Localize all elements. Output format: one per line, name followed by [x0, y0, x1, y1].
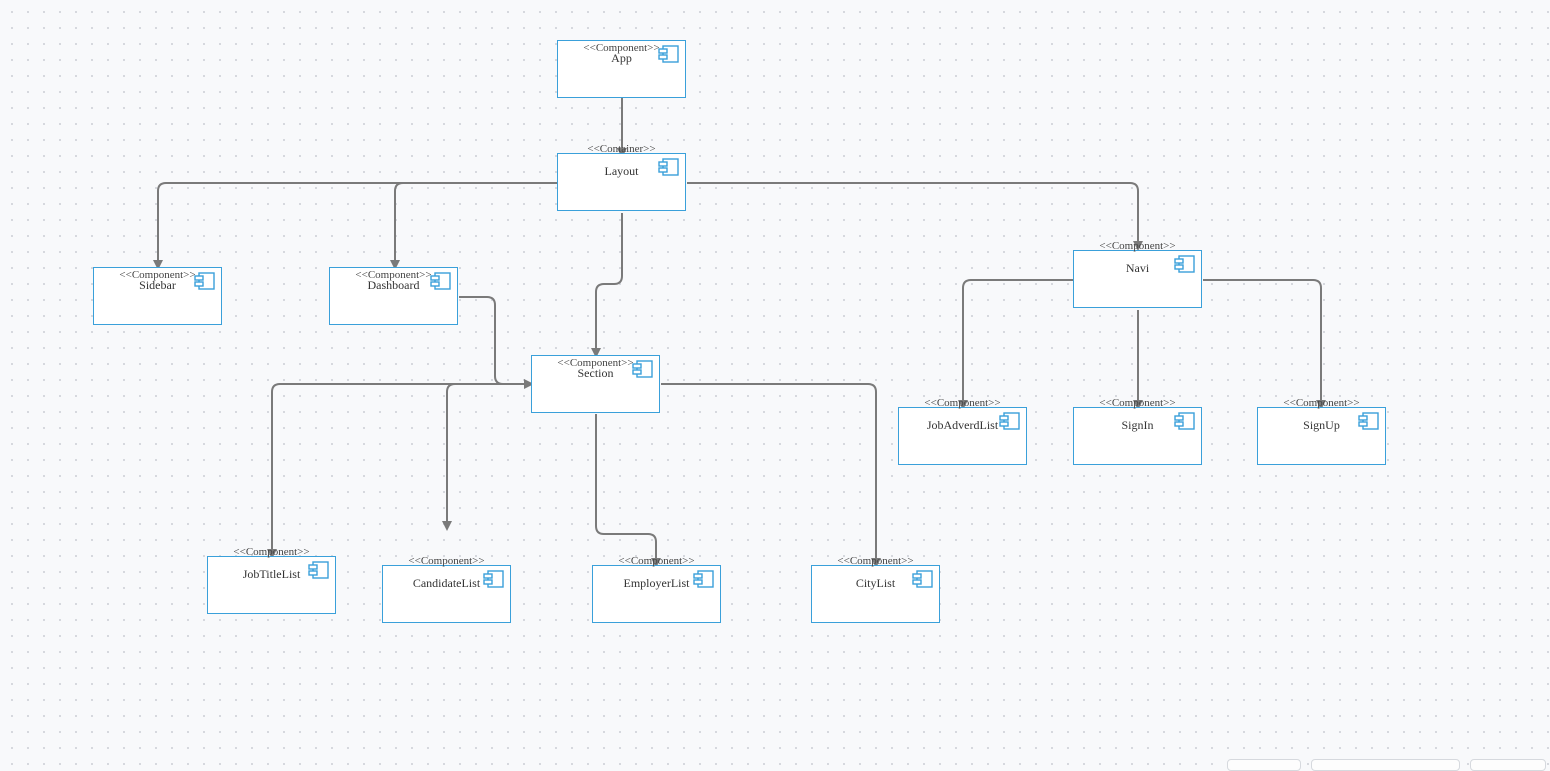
- stereotype-label: <<Component>>: [583, 42, 660, 54]
- connector-layout-to-section[interactable]: [591, 213, 623, 358]
- zoom-in-control[interactable]: [1470, 759, 1546, 771]
- stereotype-label: <<Component>>: [924, 397, 1001, 409]
- uml-component-icon: [692, 569, 716, 589]
- uml-component-icon: [482, 569, 506, 589]
- component-name: CandidateList: [412, 576, 481, 590]
- uml-component-icon: [631, 359, 655, 379]
- stereotype-label: <<Component>>: [1283, 397, 1360, 409]
- stereotype-label: <<Component>>: [233, 546, 310, 558]
- stereotype-label: <<Component>>: [557, 357, 634, 369]
- connector-section-to-employerlist[interactable]: [595, 414, 661, 568]
- uml-component-icon: [1173, 254, 1197, 274]
- connector-layout-to-navi[interactable]: [687, 182, 1143, 251]
- component-node-candidatelist[interactable]: CandidateList: [382, 565, 511, 623]
- component-name: EmployerList: [623, 576, 690, 590]
- component-node-jobtitlelist[interactable]: JobTitleList: [207, 556, 336, 614]
- component-node-employerlist[interactable]: EmployerList: [592, 565, 721, 623]
- component-node-citylist[interactable]: CityList: [811, 565, 940, 623]
- component-name: Navi: [1125, 261, 1150, 275]
- connector-section-to-citylist[interactable]: [661, 383, 881, 568]
- uml-component-icon: [193, 271, 217, 291]
- uml-component-icon: [1173, 411, 1197, 431]
- component-name: App: [611, 51, 632, 65]
- uml-component-icon: [657, 157, 681, 177]
- component-node-navi[interactable]: Navi: [1073, 250, 1202, 308]
- connector-navi-to-jobadverdlist[interactable]: [958, 279, 1073, 410]
- stereotype-label: <<Component>>: [1099, 397, 1176, 409]
- connector-layout-to-sidebar[interactable]: [153, 182, 557, 270]
- connector-dashboard-to-section[interactable]: [459, 296, 534, 389]
- component-name: SignIn: [1121, 418, 1154, 432]
- component-name: SignUp: [1303, 418, 1340, 432]
- component-node-dashboard[interactable]: Dashboard: [329, 267, 458, 325]
- component-name: Sidebar: [139, 278, 176, 292]
- uml-component-icon: [307, 560, 331, 580]
- component-node-layout[interactable]: Layout: [557, 153, 686, 211]
- uml-component-icon: [429, 271, 453, 291]
- stereotype-label: <<Component>>: [119, 269, 196, 281]
- component-node-app[interactable]: App: [557, 40, 686, 98]
- component-name: Layout: [604, 164, 639, 178]
- component-name: Dashboard: [367, 278, 420, 292]
- component-node-signin[interactable]: SignIn: [1073, 407, 1202, 465]
- uml-component-icon: [998, 411, 1022, 431]
- stereotype-label: <<Component>>: [408, 555, 485, 567]
- component-name: CityList: [855, 576, 896, 590]
- stereotype-label: <<Container>>: [587, 143, 656, 155]
- component-node-jobadverdlist[interactable]: JobAdverdList: [898, 407, 1027, 465]
- connector-layout-to-dashboard[interactable]: [390, 182, 557, 270]
- component-node-sidebar[interactable]: Sidebar: [93, 267, 222, 325]
- connector-section-to-jobtitlelist[interactable]: [267, 383, 531, 559]
- component-name: JobTitleList: [242, 567, 301, 581]
- uml-component-icon: [911, 569, 935, 589]
- component-name: Section: [577, 366, 614, 380]
- connector-section-to-candidatelist[interactable]: [442, 383, 531, 531]
- uml-component-icon: [1357, 411, 1381, 431]
- component-node-section[interactable]: Section: [531, 355, 660, 413]
- stereotype-label: <<Component>>: [355, 269, 432, 281]
- component-name: JobAdverdList: [926, 418, 999, 432]
- zoom-out-control[interactable]: [1227, 759, 1301, 771]
- uml-component-icon: [657, 44, 681, 64]
- stereotype-label: <<Component>>: [618, 555, 695, 567]
- stereotype-label: <<Component>>: [837, 555, 914, 567]
- zoom-level-control[interactable]: [1311, 759, 1460, 771]
- stereotype-label: <<Component>>: [1099, 240, 1176, 252]
- component-node-signup[interactable]: SignUp: [1257, 407, 1386, 465]
- connector-navi-to-signup[interactable]: [1203, 279, 1326, 410]
